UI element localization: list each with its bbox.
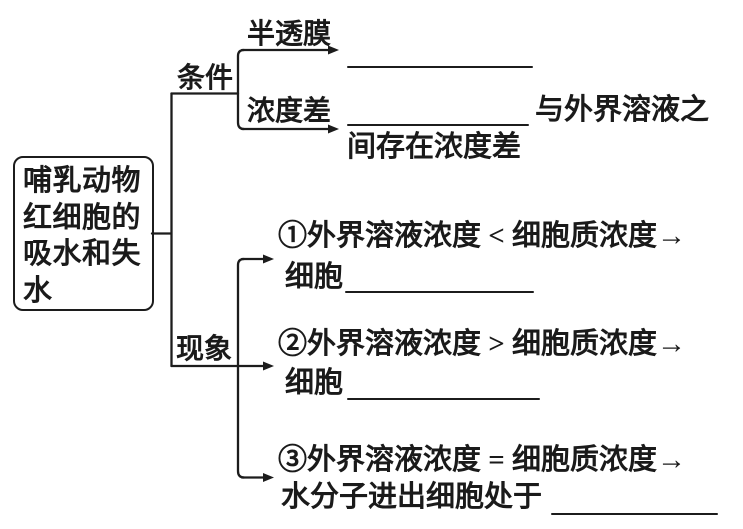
- item2-arrowhead-icon: [263, 361, 274, 371]
- root-node-mammal-rbc: 哺乳动物 红细胞的 吸水和失 水: [13, 156, 154, 311]
- concentration-diff-label: 浓度差: [247, 96, 332, 127]
- item3-arrowhead-icon: [263, 473, 274, 482]
- blank-item1-cell-result: [345, 291, 534, 293]
- blank-item2-cell-result: [347, 398, 540, 400]
- item3-result-prefix: 水分子进出细胞处于: [281, 481, 543, 513]
- concentration-note-line2: 间存在浓度差: [347, 131, 522, 163]
- item1-result-prefix: 细胞: [285, 261, 344, 293]
- semipermeable-label: 半透膜: [247, 19, 332, 50]
- concentration-note-line1: 与外界溶液之: [535, 94, 710, 126]
- condition-branch-line: [236, 48, 246, 131]
- blank-item3-water-state: [551, 513, 718, 515]
- condition-branch-label: 条件: [177, 63, 234, 94]
- phenomenon-branch-label: 现象: [176, 334, 233, 365]
- item2-result-prefix: 细胞: [285, 367, 344, 399]
- item3-condition-text: ③外界溶液浓度 = 细胞质浓度→: [278, 444, 687, 476]
- blank-semipermeable: [347, 66, 533, 68]
- item1-condition-text: ①外界溶液浓度 < 细胞质浓度→: [278, 220, 687, 252]
- item2-condition-text: ②外界溶液浓度 > 细胞质浓度→: [278, 328, 687, 360]
- item1-arrowhead-icon: [263, 254, 274, 264]
- phenomenon-branch-line: [236, 257, 246, 479]
- blank-concentration-diff: [347, 124, 529, 126]
